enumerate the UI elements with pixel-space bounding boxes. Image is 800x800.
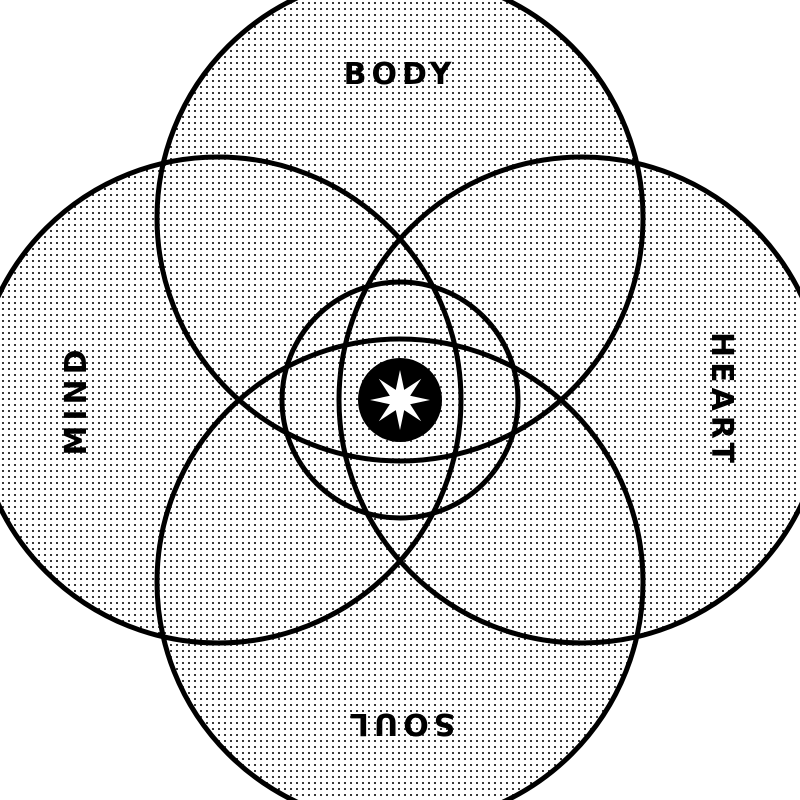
label-soul: SOUL [345, 706, 456, 741]
circle-soul [154, 336, 646, 800]
label-mind: MIND [59, 344, 94, 455]
circle-heart [336, 154, 800, 646]
label-body: BODY [344, 57, 457, 92]
circle-mind [0, 154, 464, 646]
circle-body [154, 0, 646, 464]
circle-center [279, 279, 521, 521]
eight-point-star-icon [358, 358, 442, 442]
label-heart: HEART [704, 332, 739, 468]
